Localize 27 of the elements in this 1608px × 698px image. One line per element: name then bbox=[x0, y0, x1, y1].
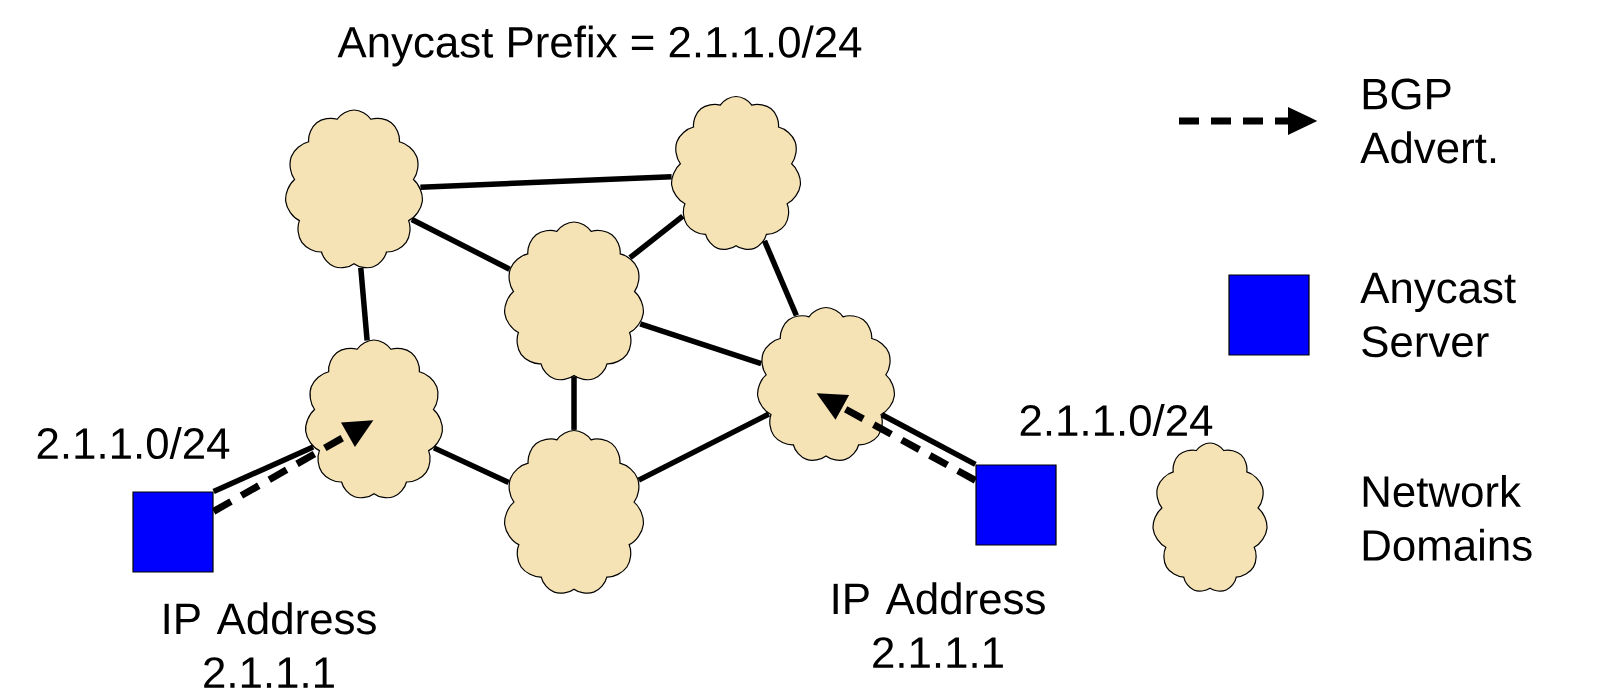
link-line bbox=[358, 267, 370, 341]
legend-label: BGP Advert. bbox=[1360, 78, 1496, 164]
network-cloud bbox=[670, 95, 802, 250]
network-cloud bbox=[305, 339, 444, 499]
address-label: IP Address 2.1.1.1 bbox=[833, 582, 1045, 668]
server-square bbox=[975, 464, 1057, 546]
link-line bbox=[639, 321, 763, 367]
address-label: 2.1.1.0/24 bbox=[37, 426, 230, 460]
network-cloud bbox=[504, 221, 644, 381]
address-label: 2.1.1.0/24 bbox=[1020, 403, 1213, 437]
link-line bbox=[761, 239, 799, 317]
link-line bbox=[420, 173, 672, 190]
title: Anycast Prefix = 2.1.1.0/24 bbox=[337, 25, 862, 67]
network-cloud bbox=[285, 109, 424, 269]
link-line bbox=[432, 445, 510, 486]
network-cloud bbox=[757, 306, 896, 461]
legend-label: Network Domains bbox=[1363, 475, 1532, 561]
link-line bbox=[628, 213, 685, 260]
link-line bbox=[212, 444, 315, 494]
legend-label: Anycast Server bbox=[1360, 272, 1516, 358]
link-line bbox=[880, 412, 977, 467]
link-line bbox=[637, 411, 771, 483]
server-square bbox=[132, 491, 214, 573]
link-line bbox=[410, 217, 511, 272]
address-label: IP Address 2.1.1.1 bbox=[164, 602, 376, 688]
network-cloud bbox=[504, 429, 644, 594]
link-line bbox=[571, 376, 577, 430]
